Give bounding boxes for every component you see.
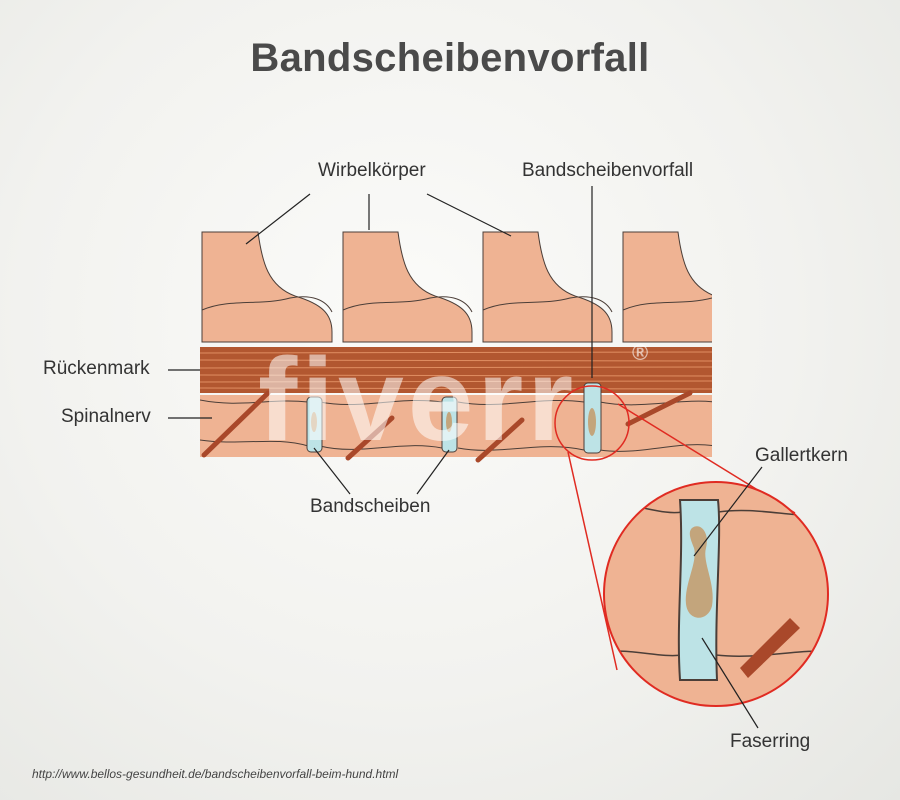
zoom-connector-line <box>567 451 618 671</box>
label-faserring: Faserring <box>730 731 811 752</box>
label-wirbelkoerper: Wirbelkörper <box>318 160 426 181</box>
leader-lines <box>168 186 763 729</box>
page-title: Bandscheibenvorfall <box>250 36 650 80</box>
disc-1 <box>306 396 323 453</box>
label-bandscheibenvorfall: Bandscheibenvorfall <box>522 160 694 181</box>
vertebra-upper-4 <box>622 231 712 343</box>
disc-herniated <box>583 382 602 454</box>
watermark-registered-mark: ® <box>632 340 648 365</box>
source-url: http://www.bellos-gesundheit.de/bandsche… <box>32 767 399 781</box>
label-bandscheiben: Bandscheiben <box>310 496 431 517</box>
zoom-detail <box>603 481 829 707</box>
label-spinalnerv: Spinalnerv <box>61 406 151 427</box>
herniation-highlight-circle <box>554 385 630 461</box>
label-rueckenmark: Rückenmark <box>43 358 150 379</box>
disc-2 <box>441 396 458 453</box>
watermark: fiverr <box>258 334 577 466</box>
vertebra-upper-3 <box>482 231 613 343</box>
vertebra-upper-2 <box>342 231 473 343</box>
vertebra-upper-1 <box>201 231 333 343</box>
spinal-cord <box>200 347 712 393</box>
spinal-nerves <box>201 390 693 463</box>
label-gallertkern: Gallertkern <box>755 445 848 466</box>
